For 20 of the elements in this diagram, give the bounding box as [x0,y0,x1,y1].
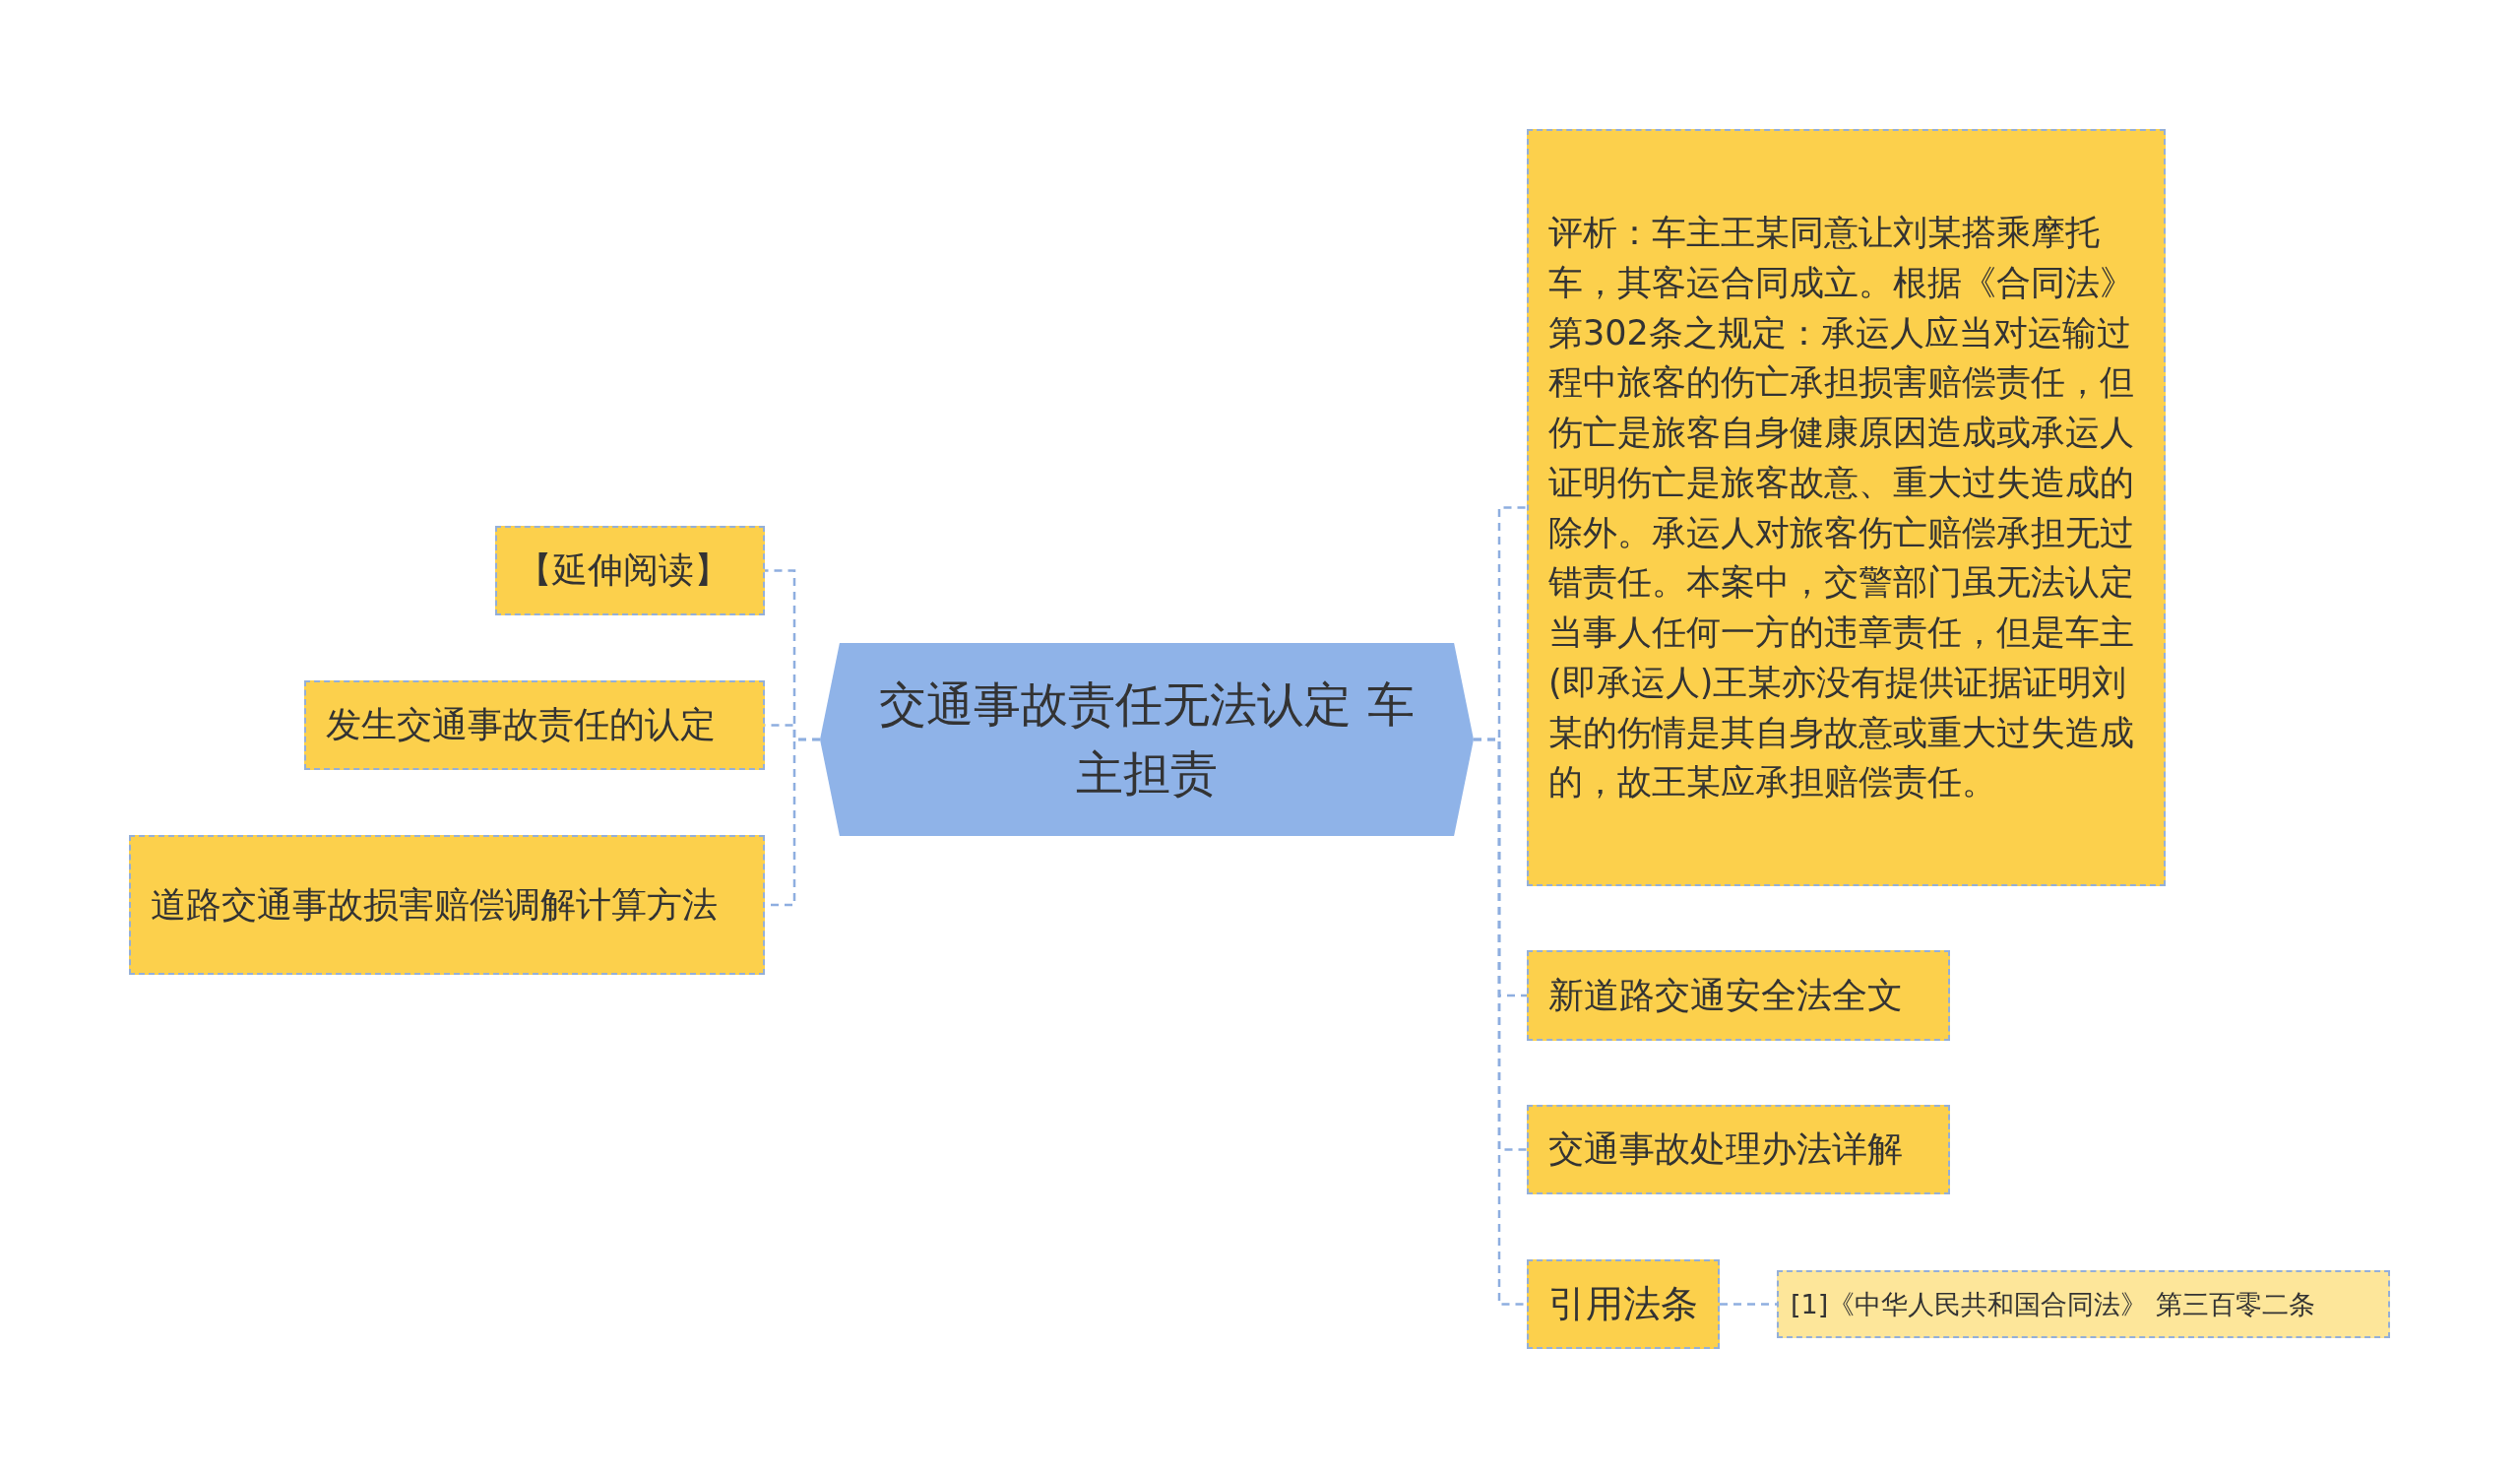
topic-text: 交通事故处理办法详解 [1548,1127,1903,1172]
topic-text: 道路交通事故损害赔偿调解计算方法 [151,882,718,927]
topic-text: 评析：车主王某同意让刘某搭乘摩托车，其客运合同成立。根据《合同法》第302条之规定：承运人应当对运输过程中旅客的伤亡承担损害赔偿责任，但伤亡是旅客自身健康原因造成或承运人证明伤亡是旅客故意、重大过失造成的除外。承运人对旅客伤亡赔偿承担无过错责任。本案中，交警部门虽无法认定当事人任何一方的违章责任，但是车主(即承运人)王某亦没有提供证据证明刘某的伤情是其自身故意或重大过失造成的，故王某应承担赔偿责任。 [1548,212,2135,804]
topic-text: 【延伸阅读】 [517,548,729,593]
topic-box [1527,1259,1720,1349]
topic-box [1527,1105,1950,1194]
connector-line [1720,1303,1777,1306]
topic-box [129,835,765,975]
topic-box [1527,950,1950,1041]
topic-text: 交通事故责任无法认定 车主担责 [878,675,1416,803]
topic-box [1527,129,2166,886]
topic-box [304,680,765,770]
connector-line [1474,738,1527,1306]
central-topic-hexagon [820,643,1474,836]
topic-text: [1]《中华人民共和国合同法》 第三百零二条 [1791,1287,2315,1321]
topic-text: 发生交通事故责任的认定 [326,703,716,747]
topic-text: 新道路交通安全法全文 [1548,973,1903,1017]
topic-box [1777,1270,2390,1338]
topic-text: 引用法条 [1548,1280,1698,1327]
topic-box [495,526,765,615]
